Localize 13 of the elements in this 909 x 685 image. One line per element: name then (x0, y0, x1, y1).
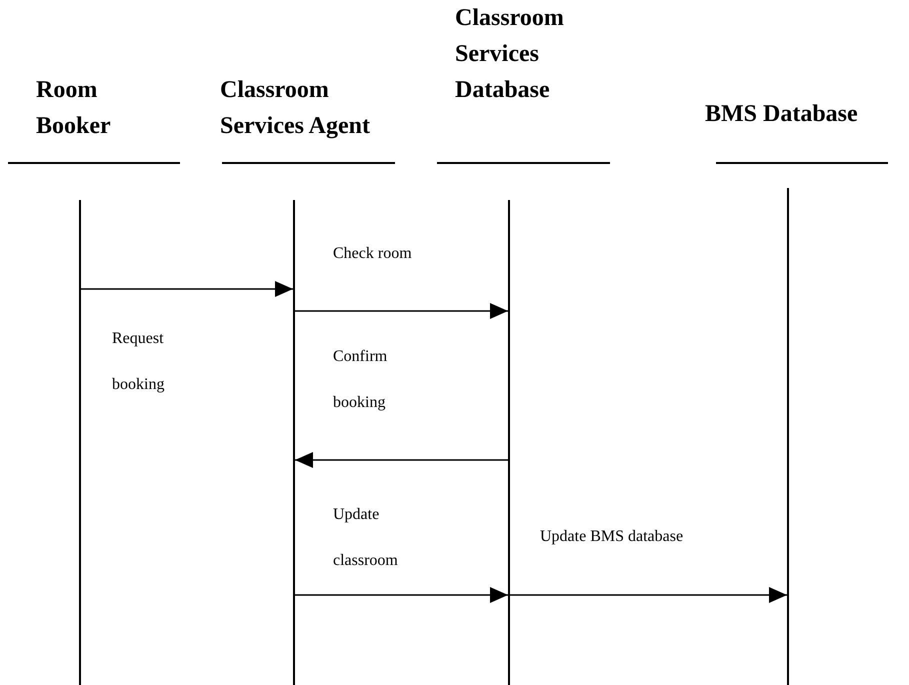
participant-name: BMS Database (705, 100, 859, 129)
lifeline (293, 200, 295, 685)
lifeline (787, 188, 789, 685)
participant-name: Room Booker (36, 76, 112, 141)
lifeline (508, 200, 510, 685)
message-arrow (295, 452, 508, 468)
message-arrow (510, 587, 787, 603)
lifeline (79, 200, 81, 685)
message-arrow (81, 281, 293, 297)
message-arrow (295, 303, 508, 319)
participant-name: Classroom Services Agent (220, 76, 371, 141)
participant-name: Classroom Services Database (455, 4, 565, 105)
message-arrow (295, 587, 508, 603)
